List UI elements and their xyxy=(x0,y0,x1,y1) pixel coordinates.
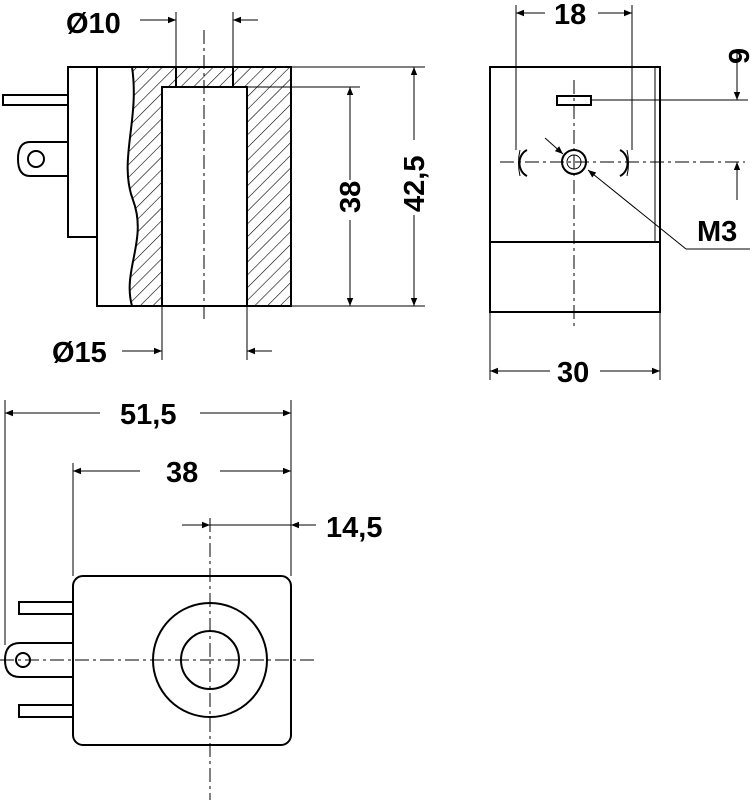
hatch-top xyxy=(162,67,247,87)
connector-pin xyxy=(2,94,69,106)
coil-top-body xyxy=(72,575,292,746)
side-view: 18 9 M3 30 xyxy=(489,0,756,389)
dim-inner-diameter: Ø10 xyxy=(66,8,121,40)
connector-plate xyxy=(67,66,98,238)
dim-pin-spacing: 18 xyxy=(554,0,586,31)
dim-outer-diameter: Ø15 xyxy=(52,337,107,369)
ground-tab-hole xyxy=(27,150,45,168)
dim-width: 30 xyxy=(557,357,589,389)
dim-axis-offset: 14,5 xyxy=(326,512,382,544)
front-section-view: Ø10 Ø15 38 42,5 xyxy=(2,8,431,369)
dim-total-length: 51,5 xyxy=(120,399,176,431)
dim-screw-thread: M3 xyxy=(697,216,737,248)
ground-tab xyxy=(16,141,68,177)
coil-side xyxy=(489,241,661,313)
pin-contact-right xyxy=(619,149,629,177)
pin-top xyxy=(18,601,74,615)
top-view: 51,5 38 14,5 xyxy=(0,399,382,800)
dim-total-height: 42,5 xyxy=(399,156,431,212)
break-line xyxy=(126,66,139,307)
hatch-right xyxy=(247,67,291,306)
dim-body-length: 38 xyxy=(166,457,198,489)
dim-inner-length: 38 xyxy=(335,181,367,213)
pin-contact-left xyxy=(518,149,528,177)
dim-screw-offset: 9 xyxy=(724,48,756,64)
pin-bottom xyxy=(18,704,74,718)
